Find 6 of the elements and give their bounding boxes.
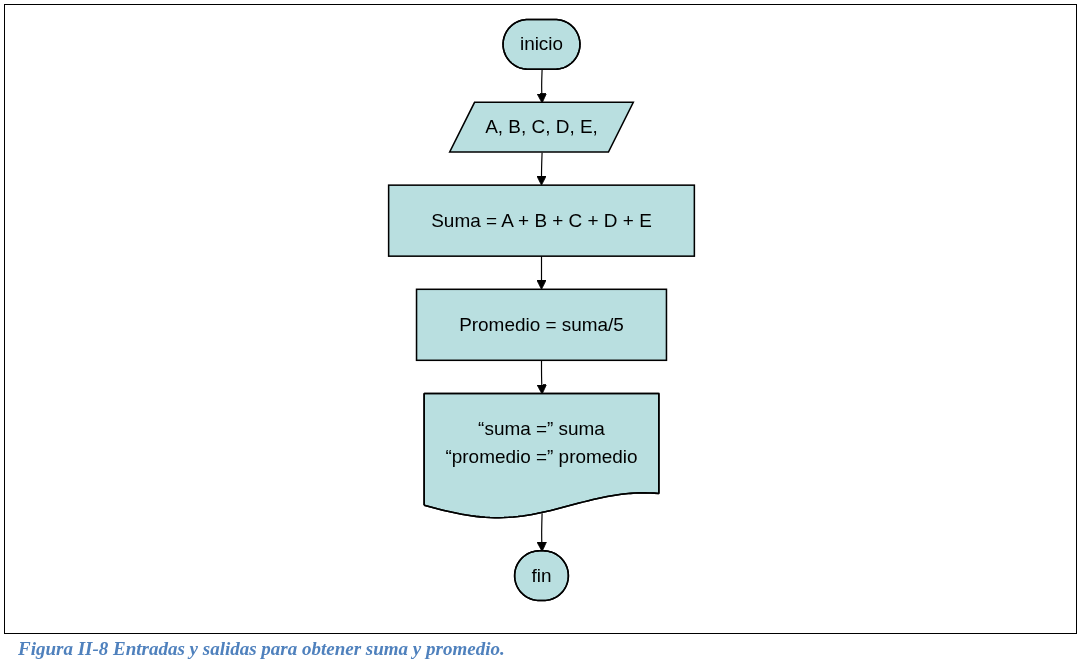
figure-caption: Figura II-8 Entradas y salidas para obtener suma y promedio. bbox=[18, 638, 505, 660]
node-box: Suma = A + B + C + D + E bbox=[387, 184, 696, 257]
arrow bbox=[536, 152, 547, 186]
arrow bbox=[536, 512, 547, 552]
arrow bbox=[536, 255, 547, 290]
node-box: Promedio = suma/5 bbox=[415, 288, 668, 362]
